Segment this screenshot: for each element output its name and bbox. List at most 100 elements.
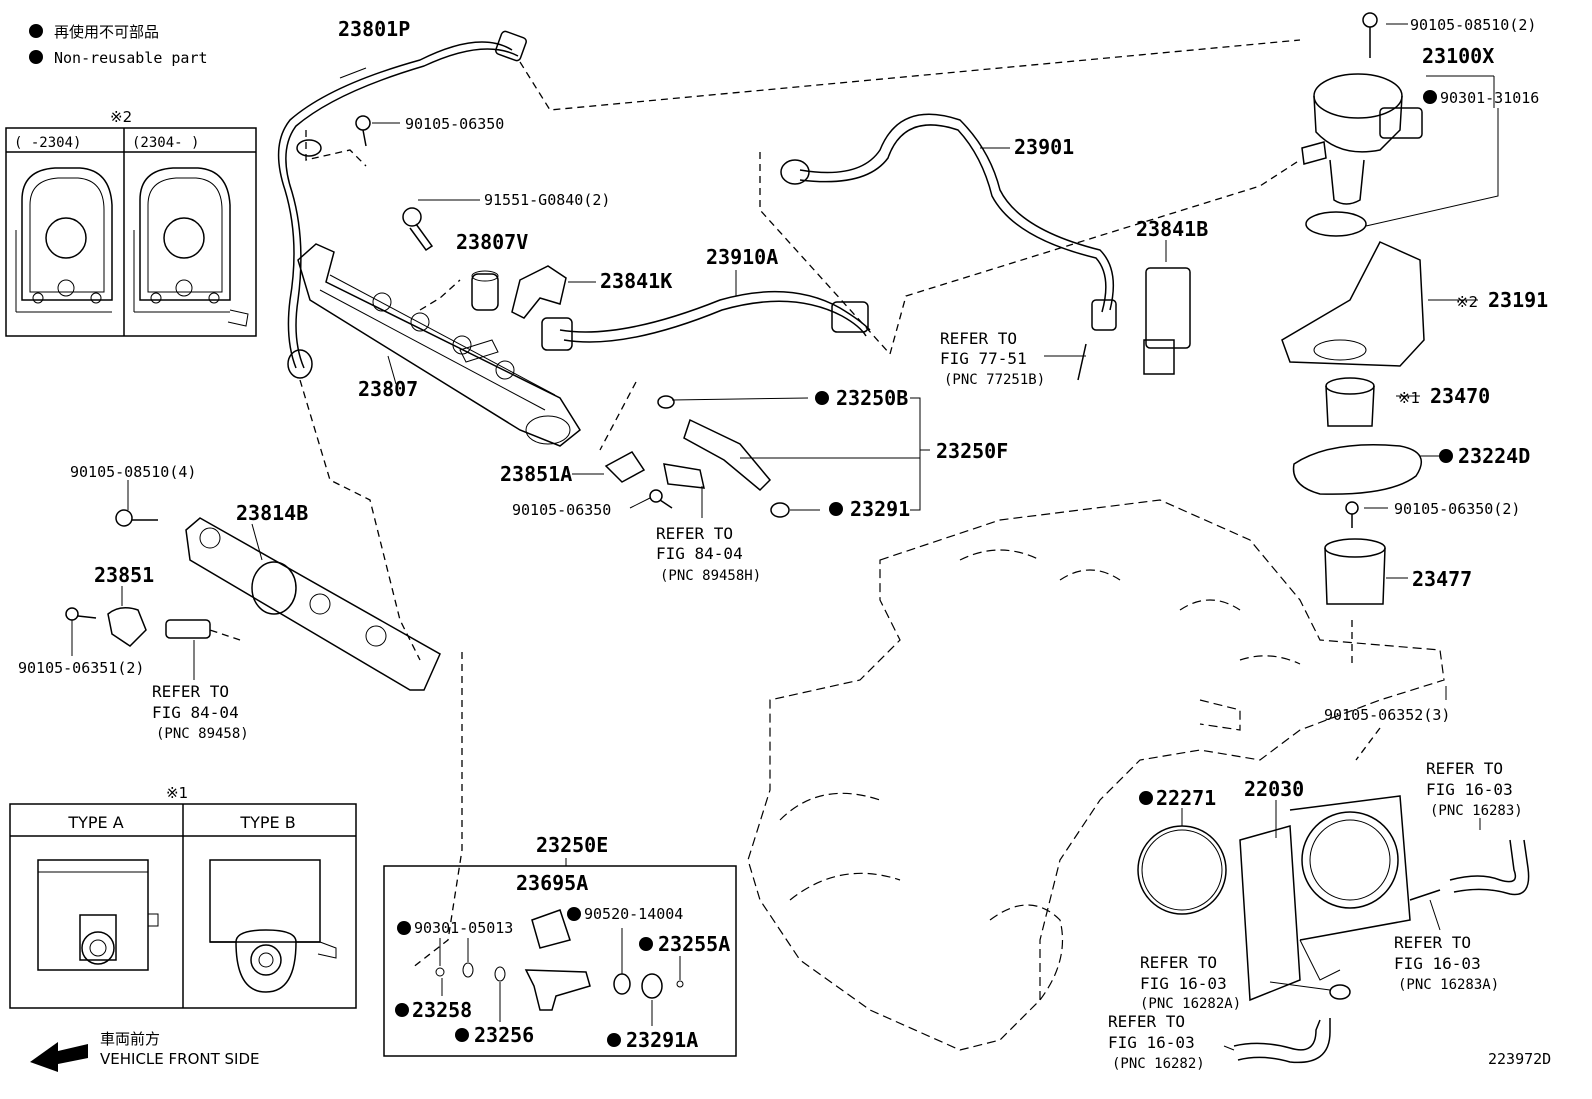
ref-16b-line1: REFER TO xyxy=(1394,933,1471,952)
engine-outline xyxy=(747,499,1445,1051)
non-reusable-dot-icon xyxy=(639,937,653,951)
legend-jp: 再使用不可部品 xyxy=(54,23,159,41)
type-a-label: TYPE A xyxy=(67,813,123,832)
label-23256: 23256 xyxy=(474,1023,534,1047)
label-23100X: 23100X xyxy=(1422,44,1494,68)
ref-77-line2: FIG 77-51 xyxy=(940,349,1027,368)
ref-77-line3: (PNC 77251B) xyxy=(944,372,1045,388)
label-23191: 23191 xyxy=(1488,288,1548,312)
non-reusable-dot-icon xyxy=(607,1033,621,1047)
ref-77-line1: REFER TO xyxy=(940,329,1017,348)
label-23841K: 23841K xyxy=(600,269,672,293)
bolt-icon xyxy=(65,607,97,621)
label-23695A: 23695A xyxy=(516,871,588,895)
bolt-icon xyxy=(402,207,434,252)
inset-mark-1: ※1 xyxy=(166,784,188,802)
gasket-icon xyxy=(15,167,113,313)
label-22030: 22030 xyxy=(1244,777,1304,801)
hose-23901-drawing xyxy=(780,113,1117,331)
bolt-icon xyxy=(115,509,158,527)
high-pressure-pipe-drawing xyxy=(541,290,871,351)
ref-16a-line1: REFER TO xyxy=(1426,759,1503,778)
label-90520-14004: 90520-14004 xyxy=(584,905,683,923)
label-23291: 23291 xyxy=(850,497,910,521)
insulator-type-b-icon xyxy=(209,859,337,993)
o-ring-icon xyxy=(1305,211,1367,237)
non-reusable-dot-icon xyxy=(395,1003,409,1017)
label-23250F: 23250F xyxy=(936,439,1008,463)
label-23258: 23258 xyxy=(412,998,472,1022)
label-90105-06350-mid: 90105-06350 xyxy=(512,501,611,519)
label-23851: 23851 xyxy=(94,563,154,587)
label-22271: 22271 xyxy=(1156,786,1216,810)
o-ring-icon xyxy=(657,395,675,409)
label-90105-06352-3: 90105-06352(3) xyxy=(1324,706,1450,724)
label-23807V: 23807V xyxy=(456,230,528,254)
label-23470: 23470 xyxy=(1430,384,1490,408)
ref-16d-line3: (PNC 16282) xyxy=(1112,1056,1205,1072)
sensor-icon xyxy=(165,619,211,639)
connector-icon xyxy=(1143,267,1191,375)
front-arrow-icon xyxy=(30,1042,88,1072)
injector-icon xyxy=(683,418,772,492)
insulator-type-a-icon xyxy=(37,859,159,971)
label-23901: 23901 xyxy=(1014,135,1074,159)
non-reusable-dot-icon xyxy=(29,50,43,64)
ref-16c-line2: FIG 16-03 xyxy=(1140,974,1227,993)
label-23801P: 23801P xyxy=(338,17,410,41)
small-parts xyxy=(65,12,1425,691)
ref-16b-line3: (PNC 16283A) xyxy=(1398,977,1499,993)
bolt-icon xyxy=(355,115,371,147)
type-b-label: TYPE B xyxy=(239,813,295,832)
label-23841B: 23841B xyxy=(1136,217,1208,241)
label-90301-31016: 90301-31016 xyxy=(1440,89,1539,107)
gasket-ring-icon xyxy=(1137,825,1227,915)
delivery-pipe-icon xyxy=(185,517,441,691)
label-23224D: 23224D xyxy=(1458,444,1530,468)
leader-lines xyxy=(71,23,1499,1051)
bolt-icon xyxy=(1362,12,1378,58)
label-90105-08510-4: 90105-08510(4) xyxy=(70,463,196,481)
fuel-rail-drawing xyxy=(297,243,581,447)
label-23477: 23477 xyxy=(1412,567,1472,591)
ref-84a-line2: FIG 84-04 xyxy=(656,544,743,563)
gasket-icon xyxy=(1292,444,1422,495)
non-reusable-dot-icon xyxy=(567,907,581,921)
legend: 再使用不可部品 Non-reusable part xyxy=(29,23,208,67)
inset-col-after: (2304- ) xyxy=(132,135,199,151)
collar-icon xyxy=(471,270,499,311)
clamp-icon xyxy=(511,265,567,319)
bracket-icon xyxy=(1281,241,1425,367)
gasket-icon xyxy=(133,167,249,327)
label-90301-05013: 90301-05013 xyxy=(414,919,513,937)
label-23807: 23807 xyxy=(358,377,418,401)
label-23910A: 23910A xyxy=(706,245,778,269)
label-90105-06351-2: 90105-06351(2) xyxy=(18,659,144,677)
reference-notes: REFER TO FIG 77-51 (PNC 77251B) REFER TO… xyxy=(152,329,1523,1072)
mark-23191: ※2 xyxy=(1456,293,1478,311)
legend-en: Non-reusable part xyxy=(54,49,208,67)
non-reusable-dot-icon xyxy=(1423,90,1437,104)
ref-16a-line3: (PNC 16283) xyxy=(1430,803,1523,819)
ref-16d-line2: FIG 16-03 xyxy=(1108,1033,1195,1052)
sensor-icon xyxy=(663,463,705,489)
inset-type-ab: ※1 TYPE A TYPE B xyxy=(9,784,357,1009)
label-90105-06350-2: 90105-06350(2) xyxy=(1394,500,1520,518)
diagram-id: 223972D xyxy=(1488,1050,1551,1068)
label-91551: 91551-G0840(2) xyxy=(484,191,610,209)
ref-84b-line2: FIG 84-04 xyxy=(152,703,239,722)
non-reusable-dot-icon xyxy=(1439,449,1453,463)
lifter-icon xyxy=(1324,538,1386,605)
ref-84a-line1: REFER TO xyxy=(656,524,733,543)
ref-84b-line1: REFER TO xyxy=(152,682,229,701)
ref-16d-line1: REFER TO xyxy=(1108,1012,1185,1031)
coolant-hoses xyxy=(1233,839,1530,1064)
part-labels: 23801P 90105-06350 91551-G0840(2) 23807V… xyxy=(18,16,1551,1068)
ref-16a-line2: FIG 16-03 xyxy=(1426,780,1513,799)
bracket-icon xyxy=(107,607,147,647)
bracket-icon xyxy=(604,451,646,483)
label-23250B: 23250B xyxy=(836,386,908,410)
bolt-icon xyxy=(1345,501,1359,528)
ref-84b-line3: (PNC 89458) xyxy=(156,726,249,742)
